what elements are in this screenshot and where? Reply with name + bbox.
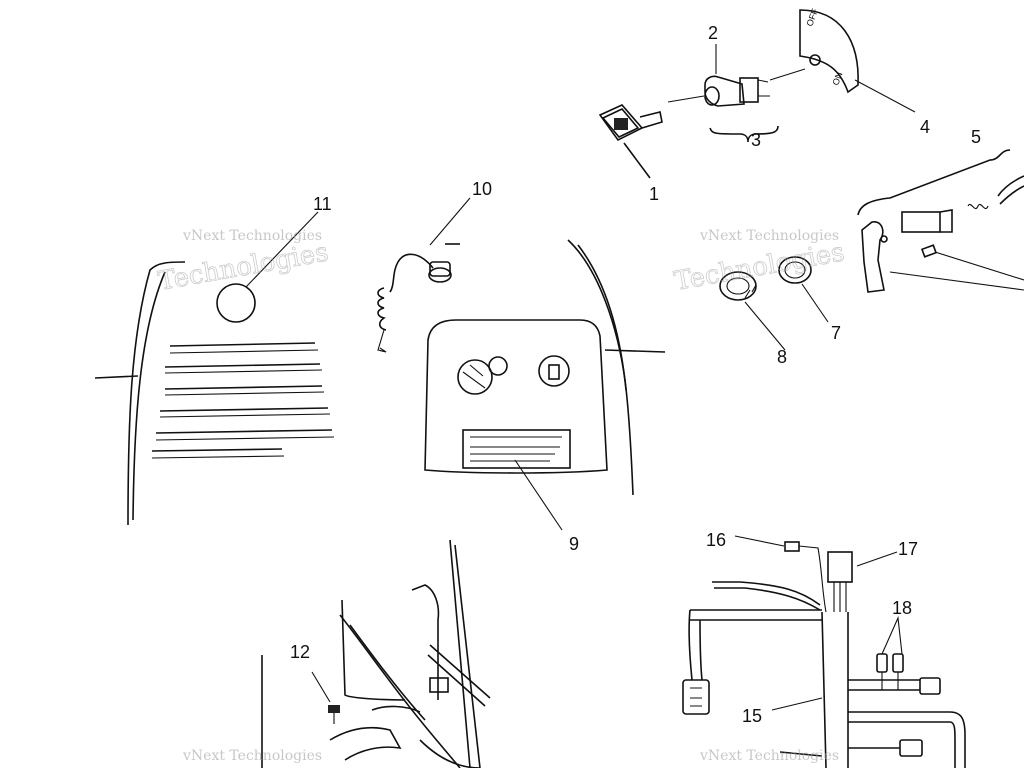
watermark-text-2: Technologies [156,237,331,296]
watermark-left: vNext Technologies Technologies [156,228,331,297]
callout-16: 16 [706,530,726,550]
callout-8: 8 [777,347,787,367]
callout-7: 7 [831,323,841,343]
watermark-text-5: vNext Technologies [182,748,322,764]
callout-11: 11 [313,194,332,214]
switch-assembly [857,149,1024,293]
lock-washer [778,256,812,284]
warning-decal [462,429,571,469]
switch-plate: OFF ON [799,7,916,113]
callout-1: 1 [649,184,659,204]
watermark-right: vNext Technologies Technologies [672,228,847,297]
callout-5: 5 [971,127,981,147]
decal-stripes [151,342,335,459]
callout-10: 10 [472,179,492,199]
callout-2: 2 [708,23,718,43]
plate-on-text: ON [830,71,844,87]
ignition-key [598,104,663,179]
callout-3: 3 [751,130,761,150]
callout-4: 4 [920,117,930,137]
watermark-bottom-left: vNext Technologies [182,748,322,764]
callout-18: 18 [892,598,912,618]
wire-harness [682,535,966,768]
watermark-text-1: vNext Technologies [182,228,322,244]
callout-9: 9 [569,534,579,554]
tether-cord [377,197,471,353]
key-switch [667,44,806,143]
callout-17: 17 [898,539,918,559]
hood-left [94,211,335,526]
watermark-text-6: vNext Technologies [699,748,839,764]
round-decal [216,283,256,323]
watermark-text-3: vNext Technologies [699,228,839,244]
callout-15: 15 [742,706,762,726]
watermark-bottom-right: vNext Technologies [699,748,839,764]
watermark-text-4: Technologies [672,237,847,296]
rings [719,256,829,351]
callout-12: 12 [290,642,310,662]
dash-panel [424,239,666,531]
callout-labels: 1 2 3 4 5 7 8 9 10 11 12 15 16 17 18 [290,23,981,726]
